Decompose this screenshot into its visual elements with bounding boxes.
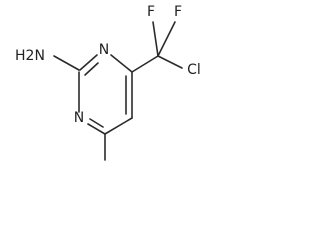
- bond-n1-c6: [110, 54, 133, 73]
- molecule-structure-diagram: H2N N N F F Cl: [15, 4, 201, 161]
- bond-c-f-left: [152, 21, 159, 57]
- bond-c4-n3-double: [89, 118, 104, 128]
- bond-c-f-right: [157, 21, 176, 57]
- pyrimidine-ring: [78, 54, 133, 135]
- bond-c2-n1: [79, 54, 98, 71]
- bond-c4-n3: [87, 123, 106, 135]
- f-left-label: F: [147, 4, 155, 20]
- bond-c2-nh2: [53, 55, 80, 71]
- bond-c2-n1-double: [84, 62, 99, 76]
- nh2-label: H2N: [15, 48, 45, 64]
- n-bottom-label: N: [74, 110, 84, 126]
- n-top-label: N: [99, 42, 109, 58]
- cl-label: Cl: [187, 62, 201, 78]
- bond-c6-cf2cl: [131, 55, 159, 73]
- f-right-label: F: [174, 4, 182, 20]
- bond-c-cl: [157, 55, 183, 69]
- bond-c5-c4: [104, 117, 133, 135]
